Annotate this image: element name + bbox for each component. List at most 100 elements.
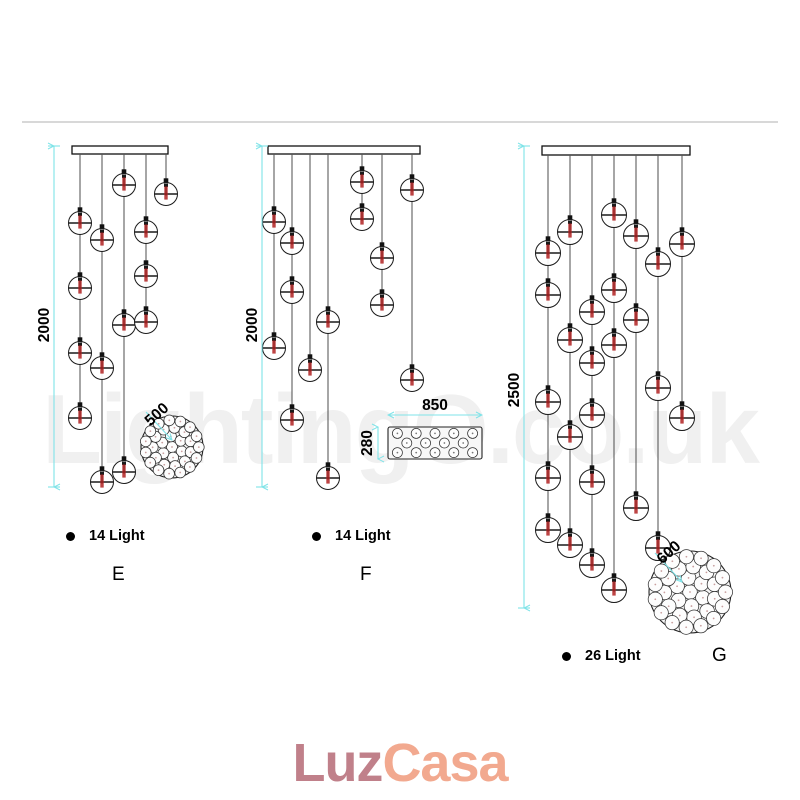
pendant-globe: [535, 236, 561, 266]
pendant-globe: [112, 169, 136, 197]
pendant-globe: [579, 548, 605, 578]
pendant-globe: [350, 203, 374, 231]
globe-cap: [567, 528, 573, 533]
canopy-hole-center: [667, 605, 670, 608]
globe-cap: [289, 404, 295, 409]
canopy-hole-center: [396, 451, 399, 454]
caption-row-f: 14 Light: [312, 528, 391, 544]
canopy-hole-center: [183, 431, 186, 434]
pendant-globe: [112, 456, 136, 484]
globe-socket: [122, 314, 126, 318]
globe-cap: [289, 276, 295, 281]
caption-row-g: 26 Light: [562, 648, 641, 664]
pendant-globe: [535, 513, 561, 543]
pendant-globe: [298, 354, 322, 382]
canopy-hole-center: [168, 472, 171, 475]
canopy-hole-center: [169, 435, 172, 438]
canopy-hole-center: [654, 583, 657, 586]
canopy-hole-center: [149, 461, 152, 464]
pendant-globe: [645, 371, 671, 401]
globe-cap: [589, 346, 595, 351]
fixture-g: [535, 145, 733, 635]
globe-socket: [590, 470, 594, 474]
pendant-globe: [645, 531, 671, 561]
canopy-hole-center: [180, 450, 183, 453]
canopy-hole-center: [434, 432, 436, 435]
globe-cap: [325, 462, 331, 467]
pendant-globe: [350, 166, 374, 194]
pendant-globe: [262, 332, 286, 360]
dimension-leader: [654, 552, 682, 582]
canopy-hole-center: [179, 471, 182, 474]
globe-cap: [271, 206, 277, 211]
canopy-hole-center: [195, 435, 198, 438]
canopy-hole-center: [149, 430, 152, 433]
globe-cap: [99, 466, 105, 471]
canopy-hole-center: [462, 442, 465, 444]
globe-cap: [611, 273, 617, 278]
fixture-letter-f: F: [360, 564, 372, 585]
globe-cap: [655, 531, 661, 536]
pendant-globe: [134, 260, 158, 288]
canopy-hole-center: [667, 577, 670, 580]
globe-cap: [325, 306, 331, 311]
pendant-globe: [400, 364, 424, 392]
globe-cap: [655, 247, 661, 252]
pendant-globe: [669, 401, 695, 431]
ceiling-plate: [541, 145, 691, 156]
globe-socket: [78, 342, 82, 346]
dimension-label-width: 850: [422, 397, 448, 414]
canopy-hole-center: [172, 456, 175, 459]
globe-cap: [545, 385, 551, 390]
pendant-globe: [280, 404, 304, 432]
globe-socket: [144, 311, 148, 315]
bullet-dot-icon: [562, 651, 571, 661]
canopy-hole-center: [184, 460, 186, 463]
pendant-globe: [601, 328, 627, 358]
globe-cap: [611, 573, 617, 578]
canopy-hole-center: [197, 446, 200, 448]
globe-cap: [655, 371, 661, 376]
pendant-globe: [280, 227, 304, 255]
globe-socket: [612, 278, 616, 282]
pendant-globe: [601, 573, 627, 603]
globe-socket: [290, 232, 294, 236]
globe-socket: [380, 294, 384, 298]
globe-cap: [77, 272, 83, 277]
canopy-hole-center: [144, 440, 147, 443]
pendant-globe: [557, 323, 583, 353]
pendant-globe: [68, 207, 92, 235]
pendant-globe: [579, 398, 605, 428]
pendant-globe: [557, 215, 583, 245]
light-count-label-e: 14 Light: [89, 528, 145, 544]
globe-cap: [589, 398, 595, 403]
rect-canopy: [387, 426, 483, 460]
dimension-label-height: 280: [359, 430, 376, 456]
pendant-globe: [579, 465, 605, 495]
bullet-dot-icon: [312, 531, 321, 541]
brand-logo: LuzCasa: [0, 736, 800, 790]
globe-cap: [143, 306, 149, 311]
globe-socket: [272, 337, 276, 341]
pendant-globe: [669, 227, 695, 257]
fixture-letter-e: E: [112, 564, 125, 585]
canopy-hole-center: [174, 465, 176, 468]
canopy-hole-center: [685, 626, 688, 629]
canopy-hole-center: [144, 451, 147, 454]
globe-cap: [379, 289, 385, 294]
globe-cap: [567, 215, 573, 220]
pendant-globe: [601, 273, 627, 303]
globe-socket: [568, 425, 572, 429]
globe-cap: [633, 219, 639, 224]
globe-socket: [78, 407, 82, 411]
globe-socket: [612, 203, 616, 207]
canopy-hole-center: [151, 446, 154, 449]
canopy-hole-center: [660, 611, 663, 614]
dimension-rect-canopy: 850 280: [359, 397, 482, 459]
light-count-label-f: 14 Light: [335, 528, 391, 544]
globe-cap: [289, 227, 295, 232]
globe-socket: [546, 390, 550, 394]
canopy-hole-center: [712, 564, 715, 567]
canopy-hole-center: [690, 605, 693, 607]
globe-socket: [410, 179, 414, 183]
